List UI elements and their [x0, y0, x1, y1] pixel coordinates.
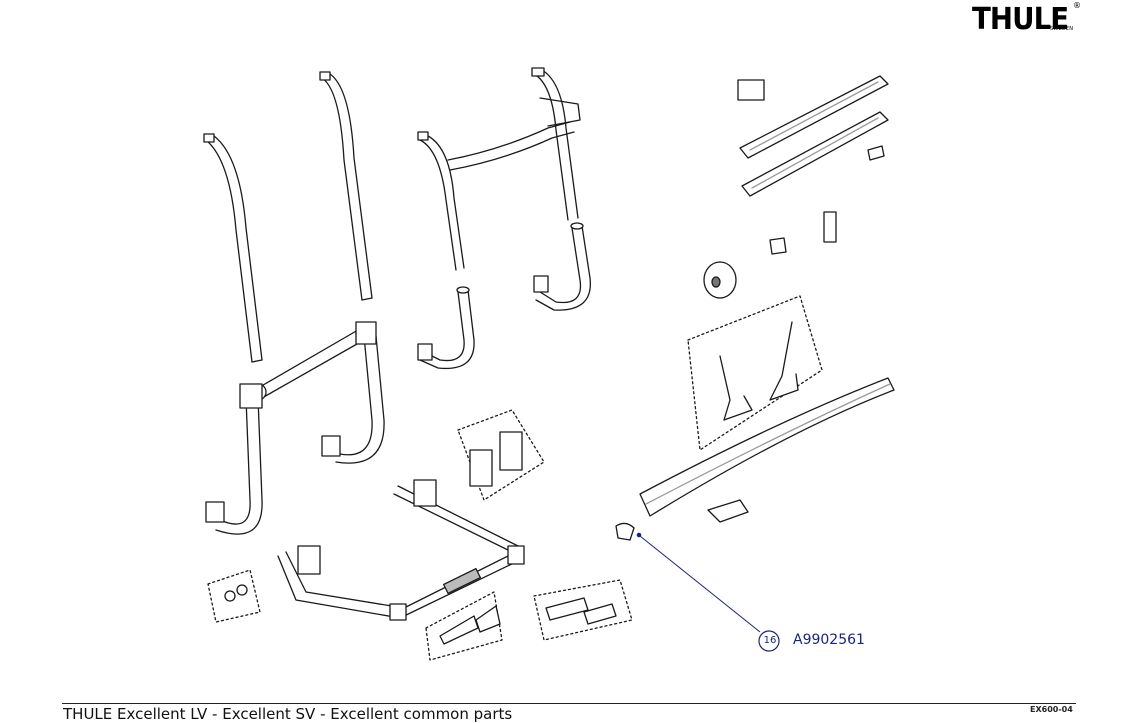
- strap-lower: [741, 111, 889, 197]
- logo-subtext: SWEDEN: [1050, 26, 1074, 32]
- registered-mark: ®: [1073, 1, 1081, 10]
- middle-upright-tube: [319, 71, 373, 301]
- small-clip-part: [867, 145, 885, 161]
- callout-part-number: A9902561: [793, 632, 865, 648]
- exploded-parts-drawing: [203, 67, 895, 661]
- rail-clamp-part: [707, 499, 749, 523]
- logo-wordmark: THULE: [972, 2, 1069, 37]
- bracket-group: [425, 591, 503, 661]
- tape-roll-part: [703, 261, 737, 299]
- document-code: EX600-04: [1030, 705, 1073, 714]
- callout-leader: [636, 532, 761, 633]
- base-frame: [277, 479, 525, 621]
- lock-part: [769, 237, 787, 255]
- j-tube-middle: [417, 286, 475, 370]
- wheel-rail-part: [639, 377, 895, 517]
- wheel-holder-group: [687, 295, 823, 451]
- bracket-left: [439, 615, 479, 645]
- callout-circle: [758, 630, 780, 652]
- j-tube-right: [533, 222, 591, 311]
- pad-left: [545, 597, 589, 621]
- end-cap-right: [499, 431, 523, 471]
- ratchet-part: [823, 211, 837, 243]
- knob-group: [207, 569, 261, 623]
- part-16-cap: [615, 522, 635, 541]
- bracket-right: [475, 605, 501, 633]
- pad-right: [583, 603, 617, 625]
- strap-clip-part: [737, 79, 765, 101]
- left-upright-tube: [203, 133, 263, 363]
- end-cap-left: [469, 449, 493, 487]
- footer-title: THULE Excellent LV - Excellent SV - Exce…: [63, 705, 513, 723]
- upper-right-frame: [417, 67, 581, 271]
- wheel-holders: [719, 321, 799, 421]
- strap-upper: [739, 75, 889, 159]
- assembled-lower-frame: [205, 321, 385, 535]
- knob-right: [236, 584, 248, 596]
- knob-left: [224, 590, 236, 602]
- footer-divider: [62, 703, 1076, 704]
- callout-number: 16: [763, 635, 777, 646]
- brand-logo: THULE SWEDEN ®: [972, 1, 1081, 38]
- pad-group: [533, 579, 633, 641]
